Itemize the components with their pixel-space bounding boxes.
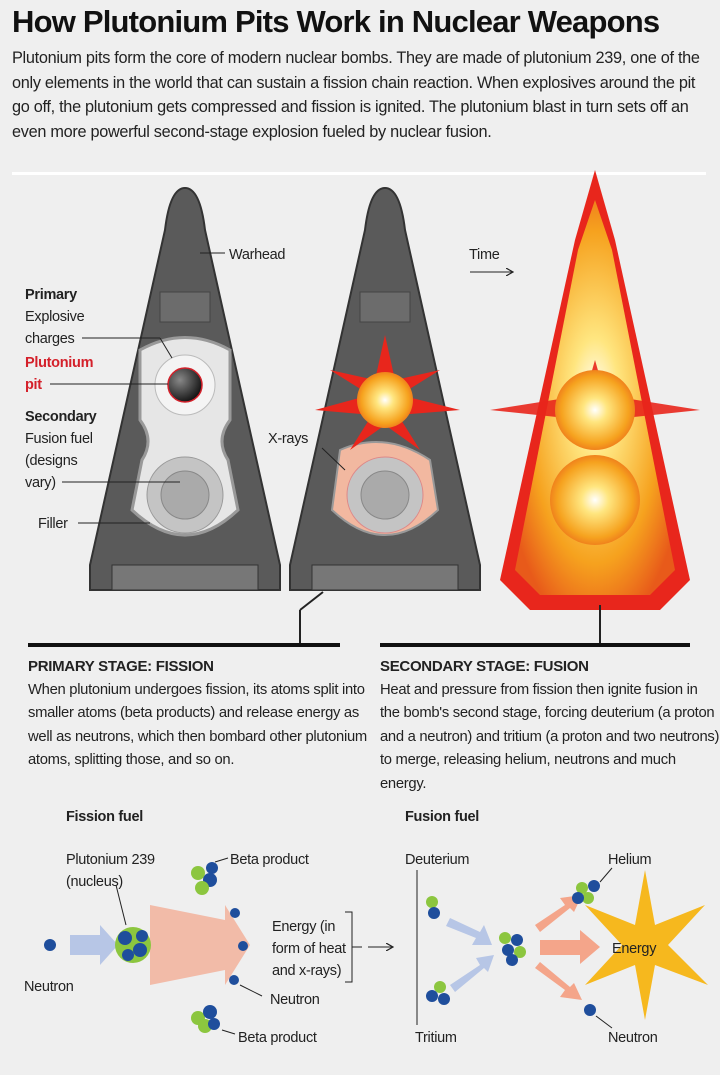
label-plutonium-pit-2: pit: [25, 377, 42, 393]
label-tritium: Tritium: [415, 1030, 457, 1046]
label-plutonium-239: Plutonium 239: [66, 852, 155, 868]
label-deuterium: Deuterium: [405, 852, 469, 868]
stage-connector-lines: [28, 591, 690, 647]
neutron-out-icon: [584, 1004, 596, 1016]
label-helium: Helium: [608, 852, 652, 868]
label-neutron-out: Neutron: [270, 992, 320, 1008]
label-fusion-1: Fusion fuel: [25, 431, 93, 447]
intro-text: Plutonium pits form the core of modern n…: [12, 49, 700, 141]
fusion-diagram: [416, 867, 708, 1029]
label-time: Time: [469, 247, 500, 263]
label-energy-3: and x-rays): [272, 963, 341, 979]
label-nucleus: (nucleus): [66, 874, 123, 890]
neutron-in-icon: [44, 939, 56, 951]
label-filler: Filler: [38, 516, 68, 532]
secondary-stage-section: SECONDARY STAGE: FUSION Heat and pressur…: [380, 655, 720, 796]
label-xrays: X-rays: [268, 431, 308, 447]
fusion-heading: Fusion fuel: [405, 809, 479, 825]
label-energy: Energy: [612, 941, 657, 957]
fission-diagram: [44, 857, 392, 1035]
energy-star-icon: [585, 870, 708, 1020]
primary-stage-body: When plutonium undergoes fission, its at…: [28, 681, 367, 769]
primary-stage-heading: PRIMARY STAGE: FISSION: [28, 658, 214, 675]
label-neutron-in: Neutron: [24, 979, 74, 995]
label-fusion-2: (designs: [25, 453, 77, 469]
label-secondary: Secondary: [25, 409, 97, 425]
page-title: How Plutonium Pits Work in Nuclear Weapo…: [12, 4, 660, 39]
label-energy-2: form of heat: [272, 941, 346, 957]
divider: [12, 172, 706, 175]
label-explosive-2: charges: [25, 331, 75, 347]
label-plutonium-pit-1: Plutonium: [25, 355, 93, 371]
primary-stage-section: PRIMARY STAGE: FISSION When plutonium un…: [28, 655, 368, 773]
label-beta-product-top: Beta product: [230, 852, 309, 868]
beta-product-bottom-icon: [191, 1005, 220, 1033]
warhead-fission-illustration: [289, 186, 481, 591]
label-warhead: Warhead: [229, 247, 285, 263]
label-fusion-3: vary): [25, 475, 56, 491]
fused-nucleus-icon: [499, 932, 526, 966]
secondary-stage-body: Heat and pressure from fission then igni…: [380, 681, 720, 792]
warhead-primary-illustration: [89, 186, 281, 591]
label-explosive-1: Explosive: [25, 309, 85, 325]
helium-icon: [572, 880, 600, 904]
plutonium-nucleus-icon: [115, 927, 151, 963]
fission-heading: Fission fuel: [66, 809, 143, 825]
label-neutron: Neutron: [608, 1030, 658, 1046]
beta-product-top-icon: [191, 862, 218, 895]
secondary-stage-heading: SECONDARY STAGE: FUSION: [380, 658, 589, 675]
label-primary: Primary: [25, 287, 77, 303]
label-energy-1: Energy (in: [272, 919, 335, 935]
label-beta-product-bottom: Beta product: [238, 1030, 317, 1046]
fusion-explosion-illustration: [490, 170, 700, 610]
